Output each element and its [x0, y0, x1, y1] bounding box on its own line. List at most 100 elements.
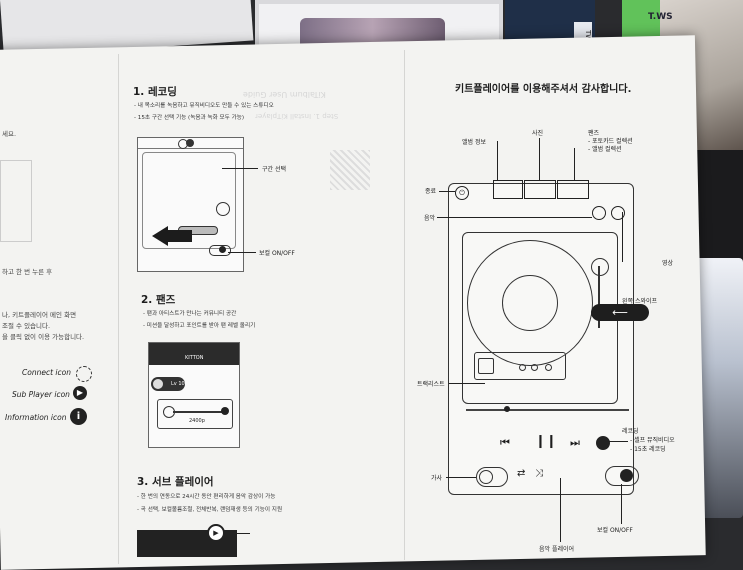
power-label: 종료 [425, 188, 437, 195]
callout-line [228, 252, 256, 253]
toggle-knob [479, 470, 493, 484]
connect-icon [76, 366, 92, 382]
section2-bullet2: - 미션을 달성하고 포인트를 받아 팬 레벨 올리기 [143, 323, 256, 329]
avatar [153, 379, 163, 389]
record-label [502, 275, 558, 331]
vocal-toggle [605, 466, 639, 486]
fans-sub1: - 포토카드 컬렉션 [588, 138, 633, 145]
section1-title: 1. 레코딩 [133, 86, 177, 98]
points-bar [173, 411, 225, 413]
callout-line [222, 168, 258, 169]
lyrics-toggle [476, 467, 508, 487]
tracklist-label: 트랙리스트 [417, 381, 445, 388]
toggle-knob [620, 469, 633, 482]
record-button [216, 202, 230, 216]
photo-button [524, 180, 556, 199]
left-swipe-label: 왼쪽 스와이프 [622, 298, 658, 305]
vinyl-record [467, 240, 593, 366]
progress-knob [504, 406, 510, 412]
music-player-label: 음악 플레이어 [539, 546, 575, 553]
left-swipe-arrow-icon: ⟵ [591, 304, 649, 321]
callout-line [539, 138, 540, 181]
previous-icon: ⏮ [500, 436, 510, 449]
left-text-1: 세요. [2, 130, 17, 138]
paper-fold [404, 50, 405, 560]
video-label: 영상 [662, 260, 674, 267]
section3-bullet2: - 곡 선택, 보컬볼륨조절, 전체반복, 랜덤재생 등의 기능이 지원 [137, 507, 283, 513]
fans-button [557, 180, 589, 199]
section3-bullet1: - 한 번의 연동으로 24시간 동안 편리하게 음악 감상이 가능 [137, 494, 276, 500]
callout-line [449, 383, 485, 384]
section3-title: 3. 서브 플레이어 [137, 476, 214, 488]
toggle-icon [186, 139, 194, 147]
play-icon: ▶ [73, 386, 87, 400]
tonearm [598, 266, 600, 328]
photo-label: 사진 [532, 130, 544, 137]
swipe-arrow-icon [166, 230, 192, 242]
level-label: Lv 10 [171, 381, 185, 387]
play-icon: ▶ [207, 524, 225, 542]
power-icon: ⏻ [455, 186, 469, 200]
left-text-2: 하고 한 번 누른 후 [2, 268, 53, 276]
shuffle-icon: ⤨ [535, 468, 543, 479]
recording-sub1: - 셀프 뮤직비디오 [630, 437, 675, 444]
recording-viewport [142, 152, 236, 249]
vocal-onoff-label: 보컬 ON/OFF [597, 527, 633, 534]
recording-phone-mock [137, 137, 244, 272]
next-icon: ⏭ [570, 436, 580, 449]
callout-line [574, 148, 575, 181]
music-label: 음악 [424, 215, 436, 222]
section1-bullet1: - 내 목소리를 녹음하고 뮤직비디오도 만들 수 있는 스튜디오 [134, 103, 274, 109]
callout-line [446, 477, 476, 478]
vocal-toggle [209, 245, 231, 256]
repeat-icon: ⇄ [517, 468, 526, 479]
dot-icon [519, 364, 526, 371]
left-faint-frame [0, 160, 32, 242]
tracklist-icon [478, 358, 494, 374]
music-button [592, 206, 606, 220]
information-icon-label: Information icon [5, 413, 67, 422]
qr-code-bleedthrough [330, 150, 370, 190]
info-icon: i [70, 408, 87, 425]
guide-step-mirrored: Step 1. Install KiTplayer [255, 112, 339, 120]
callout-line [497, 141, 498, 181]
section2-bullet1: - 팬과 아티스트가 만나는 커뮤니티 공간 [143, 311, 237, 317]
album-info-button [493, 180, 523, 199]
paper-fold [118, 54, 119, 564]
callout-line [437, 217, 592, 218]
record-dot-icon [596, 436, 610, 450]
card-label: T.WS [648, 12, 673, 22]
range-select-callout: 구간 선택 [262, 166, 286, 173]
mock-header [138, 138, 243, 149]
fans-app-title: KITTON [185, 355, 204, 361]
recording-label: 레코딩 [622, 428, 639, 435]
progress-bar [466, 409, 629, 411]
callout-line [622, 212, 623, 262]
connect-icon-label: Connect icon [22, 368, 71, 377]
pause-icon: ❙❙ [535, 434, 557, 449]
sub-player-icon-label: Sub Player icon [12, 390, 70, 399]
callout-line [224, 533, 250, 534]
dot-icon [531, 364, 538, 371]
lyrics-label: 가사 [431, 475, 443, 482]
album-info-label: 앨범 정보 [462, 139, 486, 146]
right-title: 키트플레이어를 이용해주셔서 감사합니다. [455, 84, 632, 95]
dot-icon [545, 364, 552, 371]
callout-line [621, 484, 622, 524]
tracklist-panel [474, 352, 566, 380]
fans-phone-mock: KITTON Lv 10 2400p [148, 342, 240, 448]
toggle-knob [219, 246, 226, 253]
left-text-3: 나, 키트플레이어 메인 화면 [2, 311, 77, 319]
points-value: 2400p [189, 418, 205, 424]
vocal-onoff-callout: 보컬 ON/OFF [259, 250, 295, 257]
callout-line [560, 478, 561, 542]
swipe-arrow-icon [152, 226, 168, 246]
recording-sub2: - 15초 레코딩 [630, 446, 666, 453]
left-text-5: 을 클릭 없이 이용 가능합니다. [2, 333, 85, 341]
points-card [157, 399, 233, 429]
section2-title: 2. 팬즈 [141, 294, 176, 306]
fans-header [149, 343, 239, 365]
guide-title-mirrored: KiTalbum User Guide [243, 90, 326, 99]
fans-sub2: - 앨범 컬렉션 [588, 146, 622, 153]
section1-bullet2: - 15초 구간 선택 기능 (녹음과 녹화 모두 가능) [134, 115, 245, 121]
